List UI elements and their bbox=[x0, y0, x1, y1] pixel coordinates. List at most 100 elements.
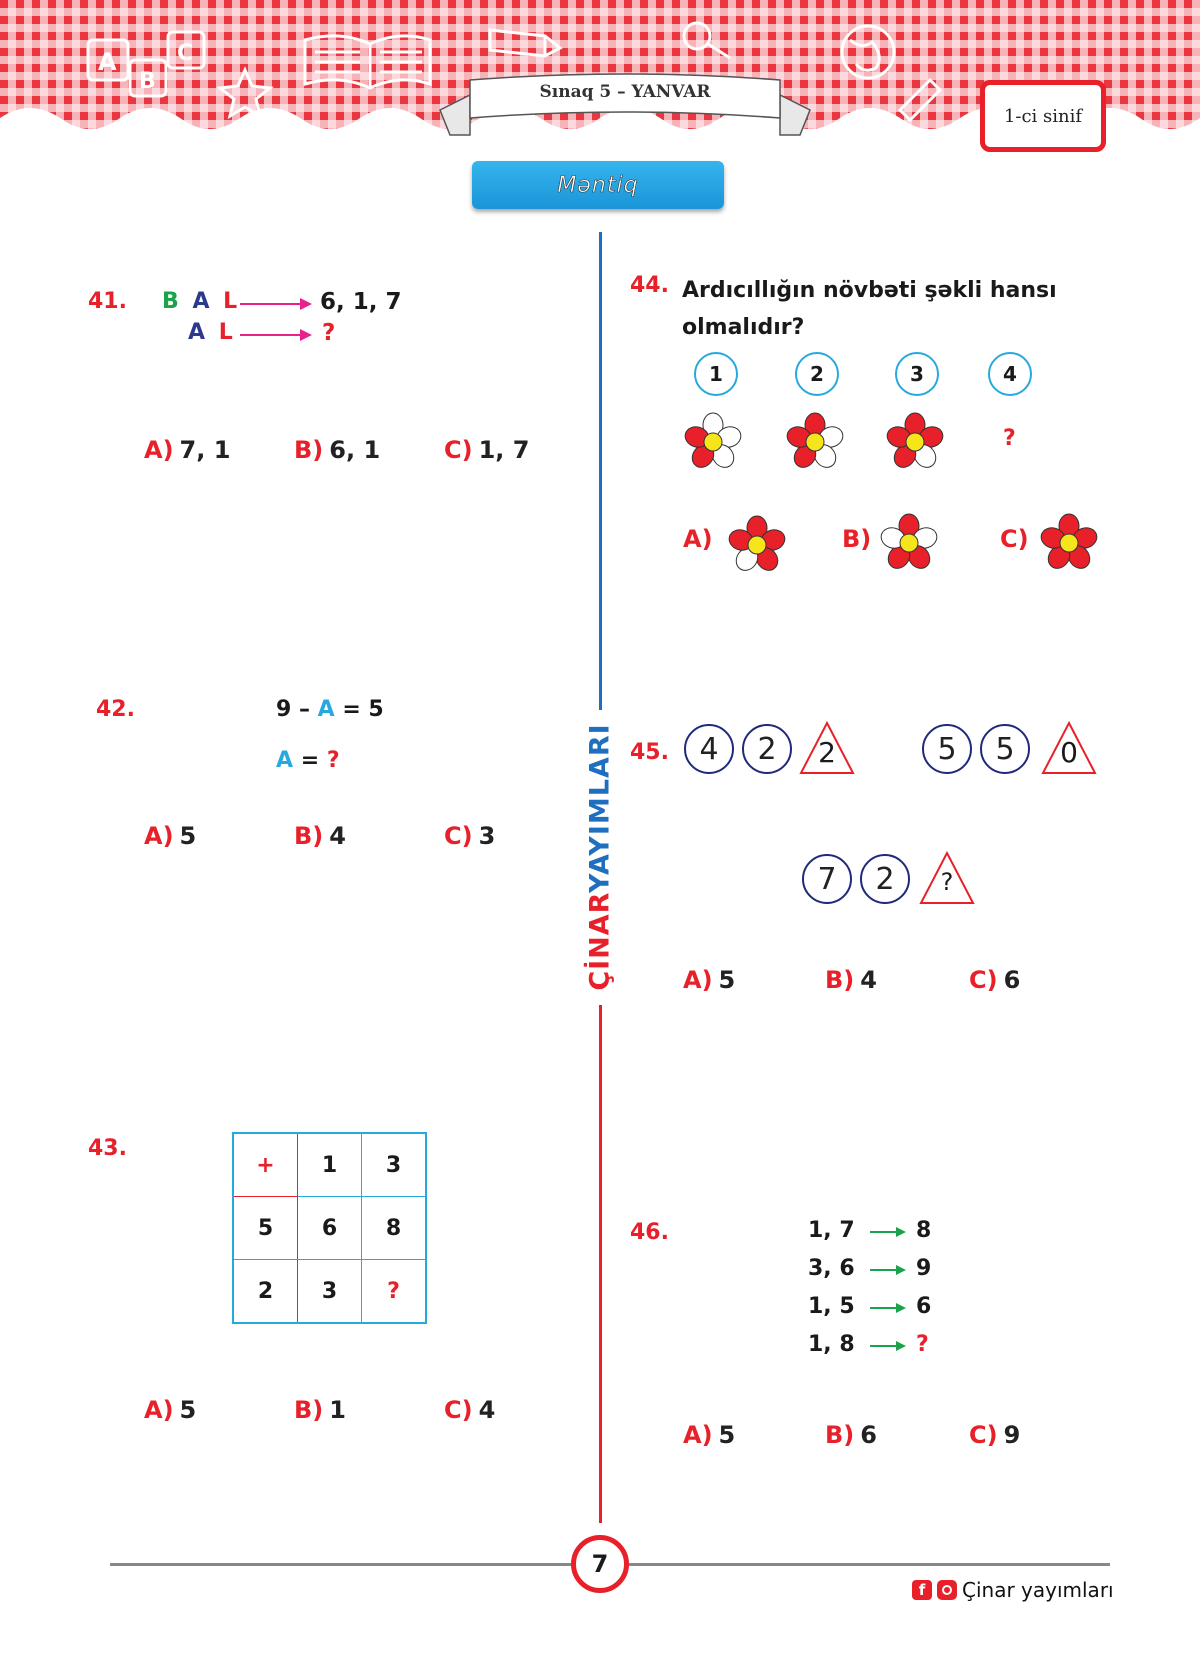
q46-option-a[interactable]: A)5 bbox=[683, 1421, 736, 1449]
page-number: 7 bbox=[571, 1535, 629, 1593]
q45-option-c[interactable]: C)6 bbox=[969, 966, 1021, 994]
star-icon bbox=[216, 66, 274, 120]
letter-l: L bbox=[218, 320, 236, 345]
q44-question-text: Ardıcıllığın növbəti şəkli hansı olmalıd… bbox=[682, 278, 1057, 340]
letter-a: A bbox=[192, 289, 213, 314]
q42-equation: 9 – A = 5 bbox=[276, 697, 384, 722]
q46-rules: 1, 7 8 3, 6 9 1, 5 6 1, 8 ? bbox=[808, 1218, 958, 1370]
q44-option-a[interactable]: A) bbox=[683, 525, 713, 553]
q46-row: 1, 5 6 bbox=[808, 1294, 932, 1319]
table-cell: 2 bbox=[234, 1259, 298, 1322]
instagram-icon[interactable] bbox=[937, 1580, 957, 1600]
magnifier-icon bbox=[682, 21, 731, 60]
q41-option-c[interactable]: C)1, 7 bbox=[444, 436, 530, 464]
pen-icon bbox=[897, 77, 943, 123]
q41-option-a[interactable]: A)7, 1 bbox=[144, 436, 231, 464]
seq-number-4: 4 bbox=[988, 352, 1032, 396]
svg-text:C: C bbox=[177, 41, 193, 66]
q42-option-a[interactable]: A)5 bbox=[144, 822, 197, 850]
table-cell: ? bbox=[361, 1259, 425, 1322]
q45-option-b[interactable]: B)4 bbox=[825, 966, 877, 994]
q45-g3-circle-2: 2 bbox=[860, 854, 910, 904]
book-icon bbox=[303, 34, 432, 90]
q41-line2-result: ? bbox=[322, 320, 336, 346]
q45-g3-circle-1: 7 bbox=[802, 854, 852, 904]
footer-publisher: f Çinar yayımları bbox=[912, 1578, 1114, 1602]
q44-option-c[interactable]: C) bbox=[1000, 525, 1029, 553]
brand-part1: ÇİNAR bbox=[584, 893, 616, 991]
q45-option-a[interactable]: A)5 bbox=[683, 966, 736, 994]
q41-option-b[interactable]: B)6, 1 bbox=[294, 436, 381, 464]
svg-text:A: A bbox=[98, 48, 117, 76]
q43-option-a[interactable]: A)5 bbox=[144, 1396, 197, 1424]
divider-bottom bbox=[599, 1005, 602, 1523]
gingham-background: A B C bbox=[0, 0, 1200, 136]
table-cell: 5 bbox=[234, 1196, 298, 1260]
triangle-icon bbox=[919, 850, 975, 904]
q42-option-b[interactable]: B)4 bbox=[294, 822, 346, 850]
q41-line1-letters: B A L bbox=[162, 289, 240, 314]
table-cell: 3 bbox=[297, 1259, 362, 1322]
divider-top bbox=[599, 232, 602, 710]
table-cell: 3 bbox=[361, 1134, 425, 1197]
grade-label: 1-ci sinif bbox=[1003, 105, 1083, 127]
q43-number: 43. bbox=[88, 1136, 127, 1161]
q44-option-b-flower-icon bbox=[880, 513, 938, 569]
q45-g1-circle-1: 4 bbox=[684, 724, 734, 774]
flower-sequence bbox=[684, 412, 944, 468]
table-cell: 8 bbox=[361, 1196, 425, 1260]
test-title: Sınaq 5 – YANVAR bbox=[539, 82, 711, 102]
q44-number: 44. bbox=[630, 273, 669, 298]
q43-option-b[interactable]: B)1 bbox=[294, 1396, 346, 1424]
q41-arrow2-icon bbox=[240, 329, 312, 341]
q42-number: 42. bbox=[96, 697, 135, 722]
q45-number: 45. bbox=[630, 740, 669, 765]
flower-3-icon bbox=[886, 412, 944, 468]
q45-g1-triangle: 2 bbox=[798, 720, 856, 776]
q45-g3-triangle: ? bbox=[918, 850, 976, 906]
q43-option-c[interactable]: C)4 bbox=[444, 1396, 496, 1424]
q41-line2-letters: A L bbox=[188, 320, 236, 345]
q42-option-c[interactable]: C)3 bbox=[444, 822, 496, 850]
letter-l: L bbox=[223, 289, 241, 314]
triangle-icon bbox=[1041, 720, 1097, 774]
letter-b: B bbox=[162, 289, 182, 314]
table-cell: 1 bbox=[297, 1134, 362, 1197]
arrow-right-icon bbox=[870, 1227, 906, 1237]
q46-row: 1, 8 ? bbox=[808, 1332, 929, 1357]
q41-line1-result: 6, 1, 7 bbox=[320, 289, 402, 315]
q46-option-c[interactable]: C)9 bbox=[969, 1421, 1021, 1449]
table-cell: + bbox=[234, 1134, 298, 1197]
seq-number-3: 3 bbox=[895, 352, 939, 396]
table-cell: 6 bbox=[297, 1196, 362, 1260]
q44-missing: ? bbox=[1003, 426, 1016, 451]
q46-option-b[interactable]: B)6 bbox=[825, 1421, 877, 1449]
pencil-icon bbox=[488, 28, 563, 58]
q44-option-c-flower-icon bbox=[1040, 513, 1098, 569]
q45-g2-triangle: 0 bbox=[1040, 720, 1098, 776]
vertical-brand: ÇİNARYAYIMLARI bbox=[585, 723, 616, 990]
flower-2-icon bbox=[786, 412, 844, 468]
q43-table: + 1 3 5 6 8 2 3 ? bbox=[234, 1134, 425, 1322]
q41-arrow1-icon bbox=[240, 298, 312, 310]
publisher-name: Çinar yayımları bbox=[962, 1578, 1114, 1602]
q45-g1-circle-2: 2 bbox=[742, 724, 792, 774]
flower-1-icon bbox=[684, 412, 742, 468]
subject-label: Məntiq bbox=[557, 172, 639, 198]
svg-text:B: B bbox=[139, 69, 156, 94]
q41-number: 41. bbox=[88, 289, 127, 314]
facebook-icon[interactable]: f bbox=[912, 1580, 932, 1600]
q46-number: 46. bbox=[630, 1220, 669, 1245]
title-ribbon bbox=[439, 73, 811, 136]
q43-addition-table: + 1 3 5 6 8 2 3 ? bbox=[232, 1132, 427, 1324]
q46-row: 3, 6 9 bbox=[808, 1256, 932, 1281]
triangle-icon bbox=[799, 720, 855, 774]
seq-number-1: 1 bbox=[694, 352, 738, 396]
q46-row: 1, 7 8 bbox=[808, 1218, 932, 1243]
grade-box: 1-ci sinif bbox=[980, 80, 1106, 152]
subject-banner: Məntiq bbox=[472, 161, 724, 209]
arrow-right-icon bbox=[870, 1303, 906, 1313]
q42-ask: A = ? bbox=[276, 748, 340, 773]
brand-part2: YAYIMLARI bbox=[584, 723, 616, 894]
q44-option-b[interactable]: B) bbox=[842, 525, 872, 553]
